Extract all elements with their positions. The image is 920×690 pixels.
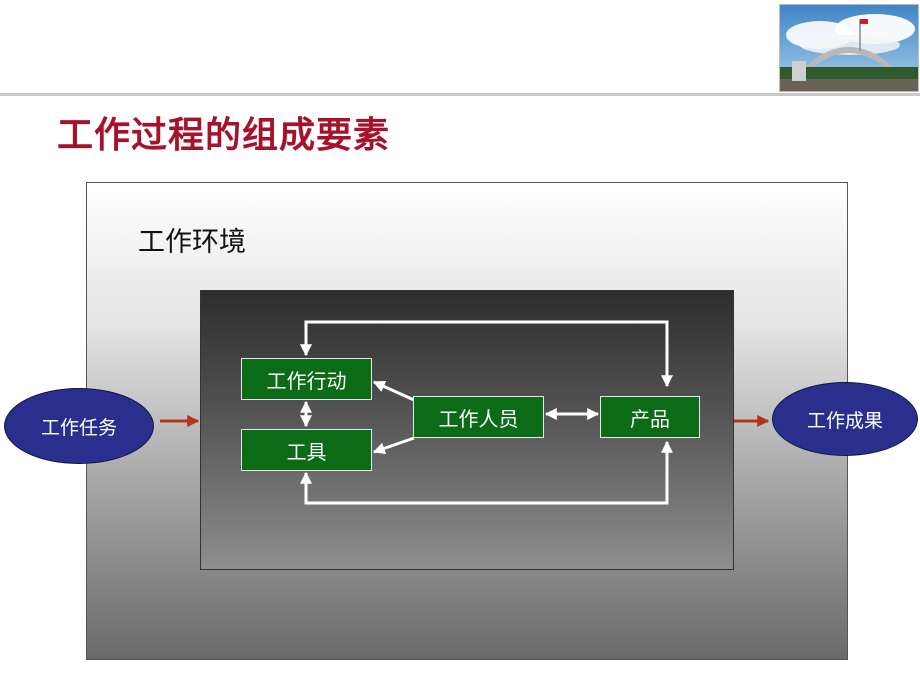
node-workers: 工作人员 xyxy=(413,396,544,438)
node-product: 产品 xyxy=(600,396,700,438)
output-work-result: 工作成果 xyxy=(772,382,918,456)
arrow-people-to-action xyxy=(372,380,415,402)
node-tools-label: 工具 xyxy=(286,439,327,464)
arrow-tools-to-product-loop xyxy=(300,440,673,505)
node-work-action: 工作行动 xyxy=(241,358,372,400)
slide-title: 工作过程的组成要素 xyxy=(57,115,391,156)
input-work-task-label: 工作任务 xyxy=(40,416,117,439)
input-work-task: 工作任务 xyxy=(4,388,154,464)
work-environment-label: 工作环境 xyxy=(138,227,246,258)
arrow-action-to-product-loop xyxy=(300,320,673,388)
header-photo xyxy=(779,4,919,92)
arrow-people-to-tools xyxy=(372,436,415,455)
node-work-action-label: 工作行动 xyxy=(266,368,347,393)
node-tools: 工具 xyxy=(241,429,372,471)
node-workers-label: 工作人员 xyxy=(438,406,519,431)
output-work-result-label: 工作成果 xyxy=(806,409,883,432)
node-product-label: 产品 xyxy=(630,406,670,431)
header-divider xyxy=(0,93,920,96)
